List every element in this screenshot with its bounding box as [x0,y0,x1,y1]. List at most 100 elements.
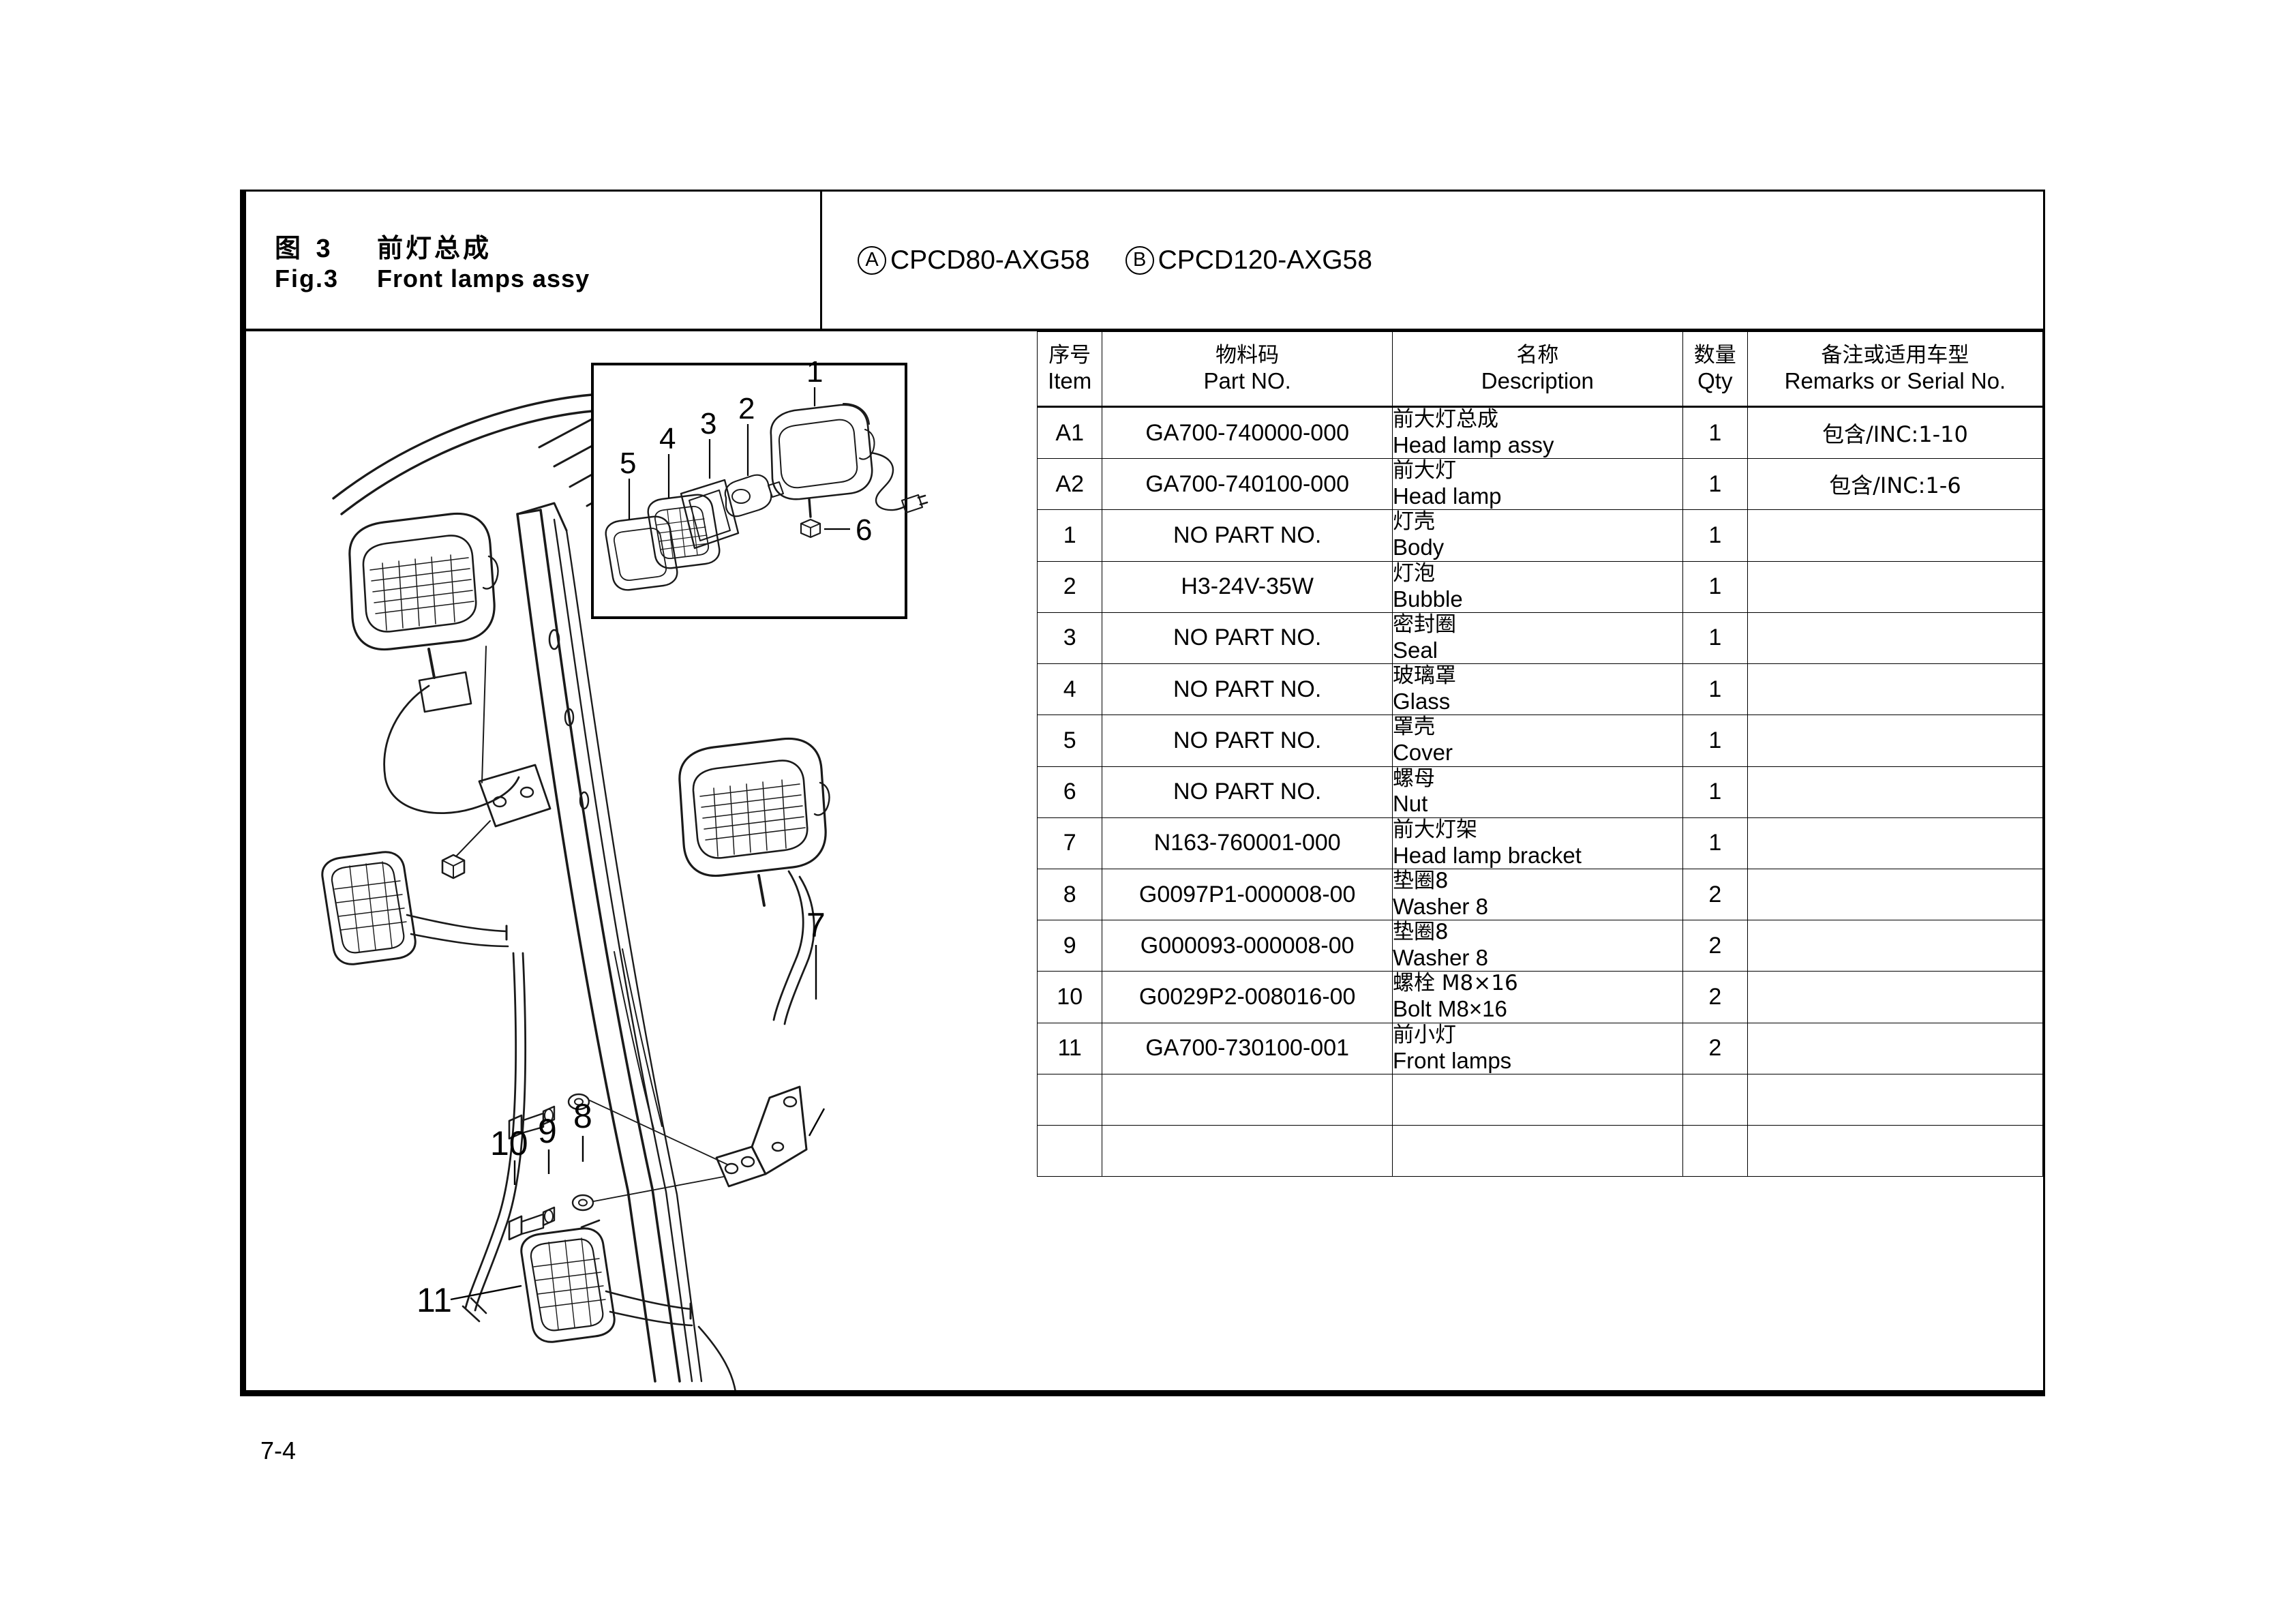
cell-qty: 1 [1682,509,1748,562]
cell-description-cn: 前大灯架 [1392,817,1477,842]
cell-remarks [1747,509,2044,562]
cell-description-en: Bolt M8×16 [1392,996,1507,1022]
cell-description-en: Seal [1392,637,1438,663]
callout-9: 9 [538,1112,557,1150]
cell-blank [1682,1124,1748,1177]
table-row-blank [1036,1124,2044,1177]
cell-description-cn: 前大灯总成 [1392,407,1498,432]
callout-7: 7 [806,906,826,944]
cell-part-no: N163-760001-000 [1102,817,1393,869]
model-entry-a: A CPCD80-AXG58 [858,245,1090,275]
cell-description-en: Washer 8 [1392,893,1488,919]
front-lamps-assembly-drawing: 7 8 9 10 11 [321,355,928,1390]
cell-remarks: 包含/INC:1-6 [1747,458,2044,511]
parts-list-table: 序号 Item 物料码 Part NO. 名称 Descriptio [1036,331,2044,1177]
cell-description-en: Glass [1392,689,1451,715]
callout-8: 8 [573,1097,592,1135]
cell-item: 11 [1036,1022,1103,1074]
cell-description-en: Bubble [1392,586,1463,612]
header-part-no-cn: 物料码 [1215,342,1280,367]
header-qty-en: Qty [1697,367,1733,393]
table-header-row: 序号 Item 物料码 Part NO. 名称 Descriptio [1036,331,2044,408]
cell-item: 4 [1036,663,1103,716]
cell-remarks: 包含/INC:1-10 [1747,406,2044,460]
cell-blank [1747,1124,2044,1177]
cell-item: 2 [1036,560,1103,613]
cell-description-cn: 垫圈8 [1392,920,1449,945]
cell-part-no: NO PART NO. [1102,663,1393,716]
cell-description-en: Cover [1392,740,1453,766]
cell-blank [1391,1073,1683,1126]
cell-blank [1102,1073,1393,1126]
callout-10: 10 [490,1124,528,1162]
cell-description-cn: 罩壳 [1392,715,1435,740]
cell-description-en: Washer 8 [1392,945,1488,971]
catalog-page-frame: 图 3 前灯总成 Fig.3 Front lamps assy A CPCD80… [240,190,2045,1396]
cell-remarks [1747,920,2044,972]
circled-letter-a-icon: A [858,245,886,275]
exploded-detail-inset: 1 2 3 4 5 6 [591,355,928,619]
header-remarks-en: Remarks or Serial No. [1784,367,2006,393]
cell-description-cn: 灯泡 [1392,560,1435,586]
cell-remarks [1747,868,2044,921]
model-list: A CPCD80-AXG58 B CPCD120-AXG58 [822,192,2043,329]
cell-part-no: G0029P2-008016-00 [1102,971,1393,1023]
cell-part-no: G000093-000008-00 [1102,920,1393,972]
cell-qty: 1 [1682,766,1748,818]
cell-qty: 1 [1682,560,1748,613]
parts-table-head: 序号 Item 物料码 Part NO. 名称 Descriptio [1036,331,2044,408]
cell-description-en: Head lamp bracket [1392,842,1582,868]
cell-qty: 2 [1682,920,1748,972]
cell-description-en: Head lamp assy [1392,432,1554,457]
cell-description-en: Nut [1392,791,1428,817]
cell-blank [1036,1124,1103,1177]
cell-item: 9 [1036,920,1103,972]
model-entry-b: B CPCD120-AXG58 [1125,245,1372,275]
cell-qty: 2 [1682,1022,1748,1074]
cell-item: A1 [1036,406,1103,460]
figure-header: 图 3 前灯总成 Fig.3 Front lamps assy A CPCD80… [246,192,2043,331]
header-part-no-en: Part NO. [1203,367,1291,393]
cell-description-cn: 灯壳 [1392,509,1435,535]
cell-remarks [1747,1022,2044,1074]
header-item-cn: 序号 [1048,342,1091,367]
cell-remarks [1747,560,2044,613]
cell-part-no: NO PART NO. [1102,715,1393,767]
header-qty-cn: 数量 [1693,342,1736,367]
cell-description-cn: 螺栓 M8×16 [1392,971,1518,996]
callout-2: 2 [738,392,755,425]
callout-11: 11 [417,1281,452,1319]
cell-remarks [1747,817,2044,869]
cell-part-no: GA700-740100-000 [1102,458,1393,511]
cell-qty: 1 [1682,458,1748,511]
cell-description-cn: 玻璃罩 [1392,663,1456,689]
cell-remarks [1747,715,2044,767]
cell-part-no: GA700-740000-000 [1102,406,1393,460]
cell-item: 10 [1036,971,1103,1023]
header-remarks: 备注或适用车型 Remarks or Serial No. [1747,331,2044,408]
cell-item: 5 [1036,715,1103,767]
cell-description-cn: 密封圈 [1392,612,1456,637]
cell-qty: 1 [1682,715,1748,767]
cell-item: 6 [1036,766,1103,818]
header-description: 名称 Description [1391,331,1683,408]
cell-description-cn: 前小灯 [1392,1022,1456,1047]
cell-blank [1036,1073,1103,1126]
